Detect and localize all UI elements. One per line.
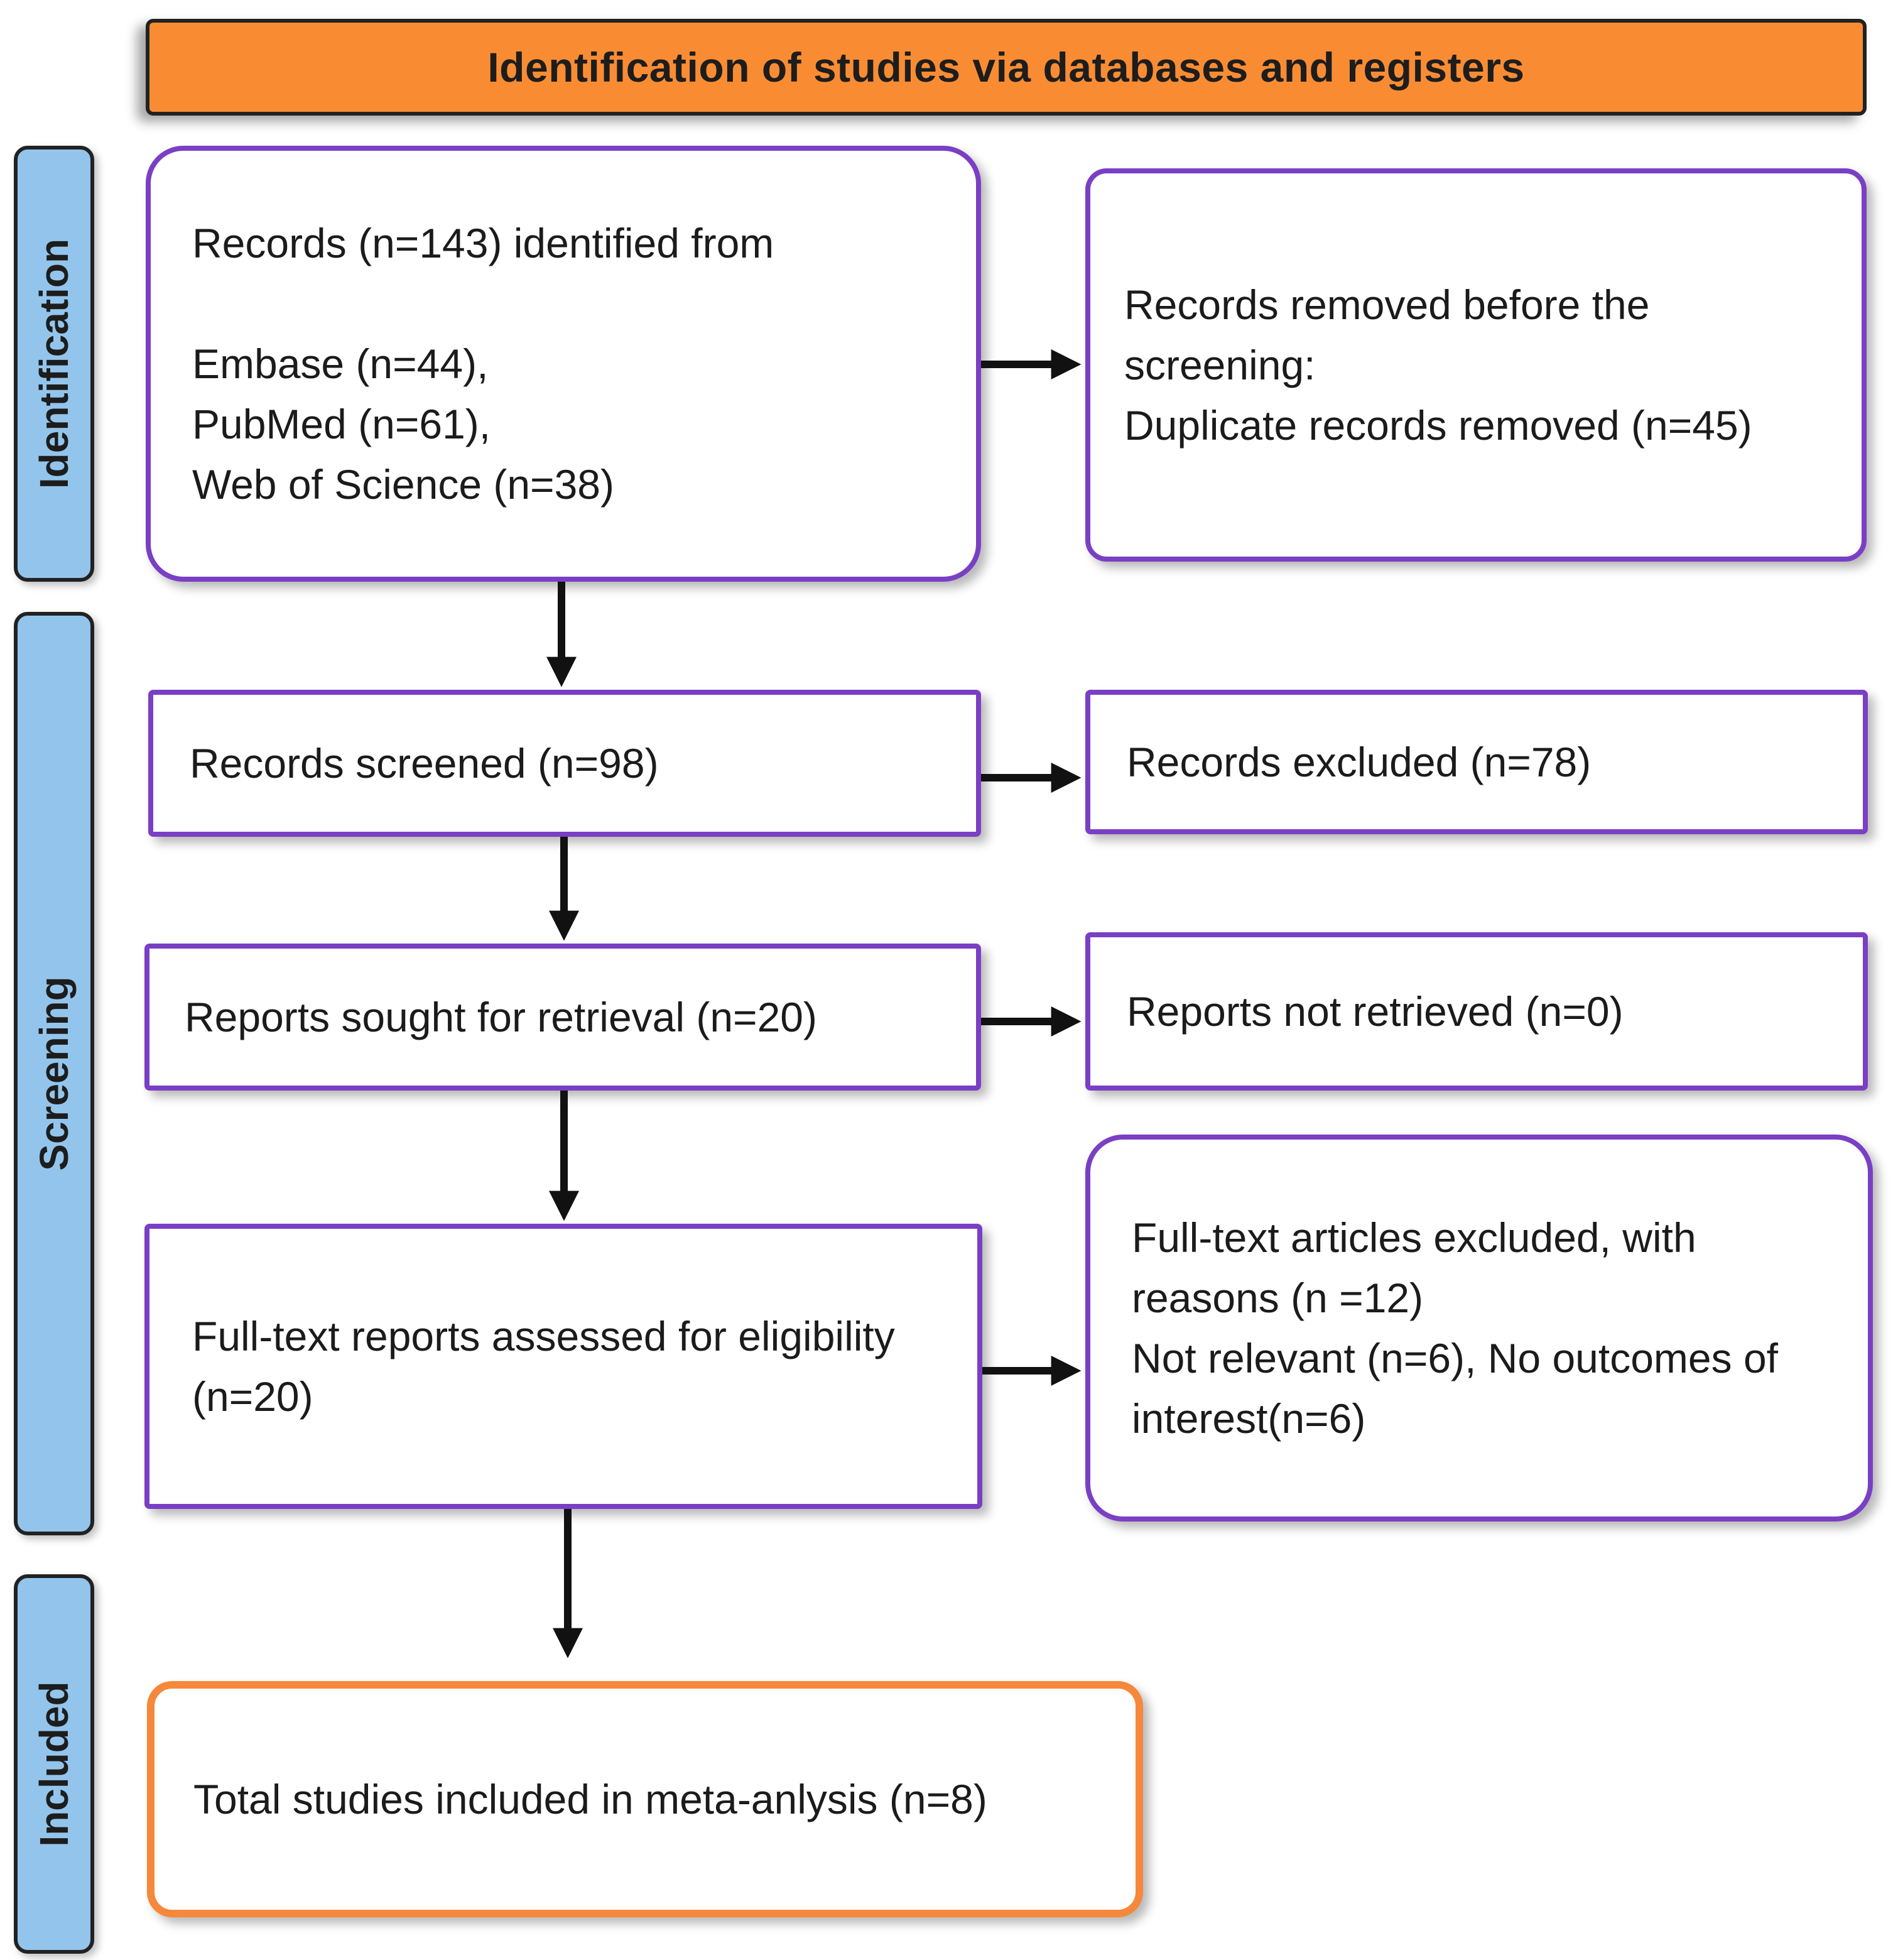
total-included-text: Total studies included in meta-anlysis (…	[193, 1776, 987, 1822]
fulltext-excluded-line4: interest(n=6)	[1132, 1395, 1366, 1442]
records-excluded-text: Records excluded (n=78)	[1127, 739, 1592, 785]
fulltext-excluded-box: Full-text articles excluded, with reason…	[1085, 1135, 1873, 1522]
reports-not-retrieved-text: Reports not retrieved (n=0)	[1127, 988, 1624, 1035]
records-identified-box: Records (n=143) identified from Embase (…	[146, 146, 981, 582]
records-removed-line2: screening:	[1124, 342, 1316, 388]
records-identified-line1: Records (n=143) identified from	[192, 220, 774, 266]
reports-sought-text: Reports sought for retrieval (n=20)	[185, 994, 817, 1040]
records-identified-line4: Web of Science (n=38)	[192, 461, 614, 508]
fulltext-assessed-line1: Full-text reports assessed for eligibili…	[192, 1313, 895, 1359]
reports-sought-box: Reports sought for retrieval (n=20)	[144, 944, 981, 1091]
fulltext-assessed-box: Full-text reports assessed for eligibili…	[144, 1224, 982, 1509]
header-title: Identification of studies via databases …	[487, 44, 1525, 90]
records-removed-box: Records removed before the screening: Du…	[1085, 168, 1867, 562]
records-identified-line2: Embase (n=44),	[192, 340, 489, 387]
header-banner: Identification of studies via databases …	[146, 19, 1867, 116]
records-screened-box: Records screened (n=98)	[148, 690, 981, 837]
total-included-box: Total studies included in meta-anlysis (…	[147, 1681, 1143, 1917]
records-identified-line3: PubMed (n=61),	[192, 401, 491, 447]
records-excluded-box: Records excluded (n=78)	[1085, 690, 1868, 834]
fulltext-excluded-line2: reasons (n =12)	[1132, 1275, 1424, 1321]
stage-identification: Identification	[14, 146, 94, 582]
fulltext-assessed-line2: (n=20)	[192, 1373, 313, 1420]
records-removed-line1: Records removed before the	[1124, 281, 1650, 328]
records-screened-text: Records screened (n=98)	[190, 740, 659, 787]
stage-included: Included	[14, 1574, 94, 1954]
reports-not-retrieved-box: Reports not retrieved (n=0)	[1085, 932, 1868, 1091]
records-removed-line3: Duplicate records removed (n=45)	[1124, 402, 1752, 449]
stage-screening: Screening	[14, 612, 94, 1535]
fulltext-excluded-line1: Full-text articles excluded, with	[1132, 1214, 1696, 1261]
fulltext-excluded-line3: Not relevant (n=6), No outcomes of	[1132, 1335, 1778, 1381]
